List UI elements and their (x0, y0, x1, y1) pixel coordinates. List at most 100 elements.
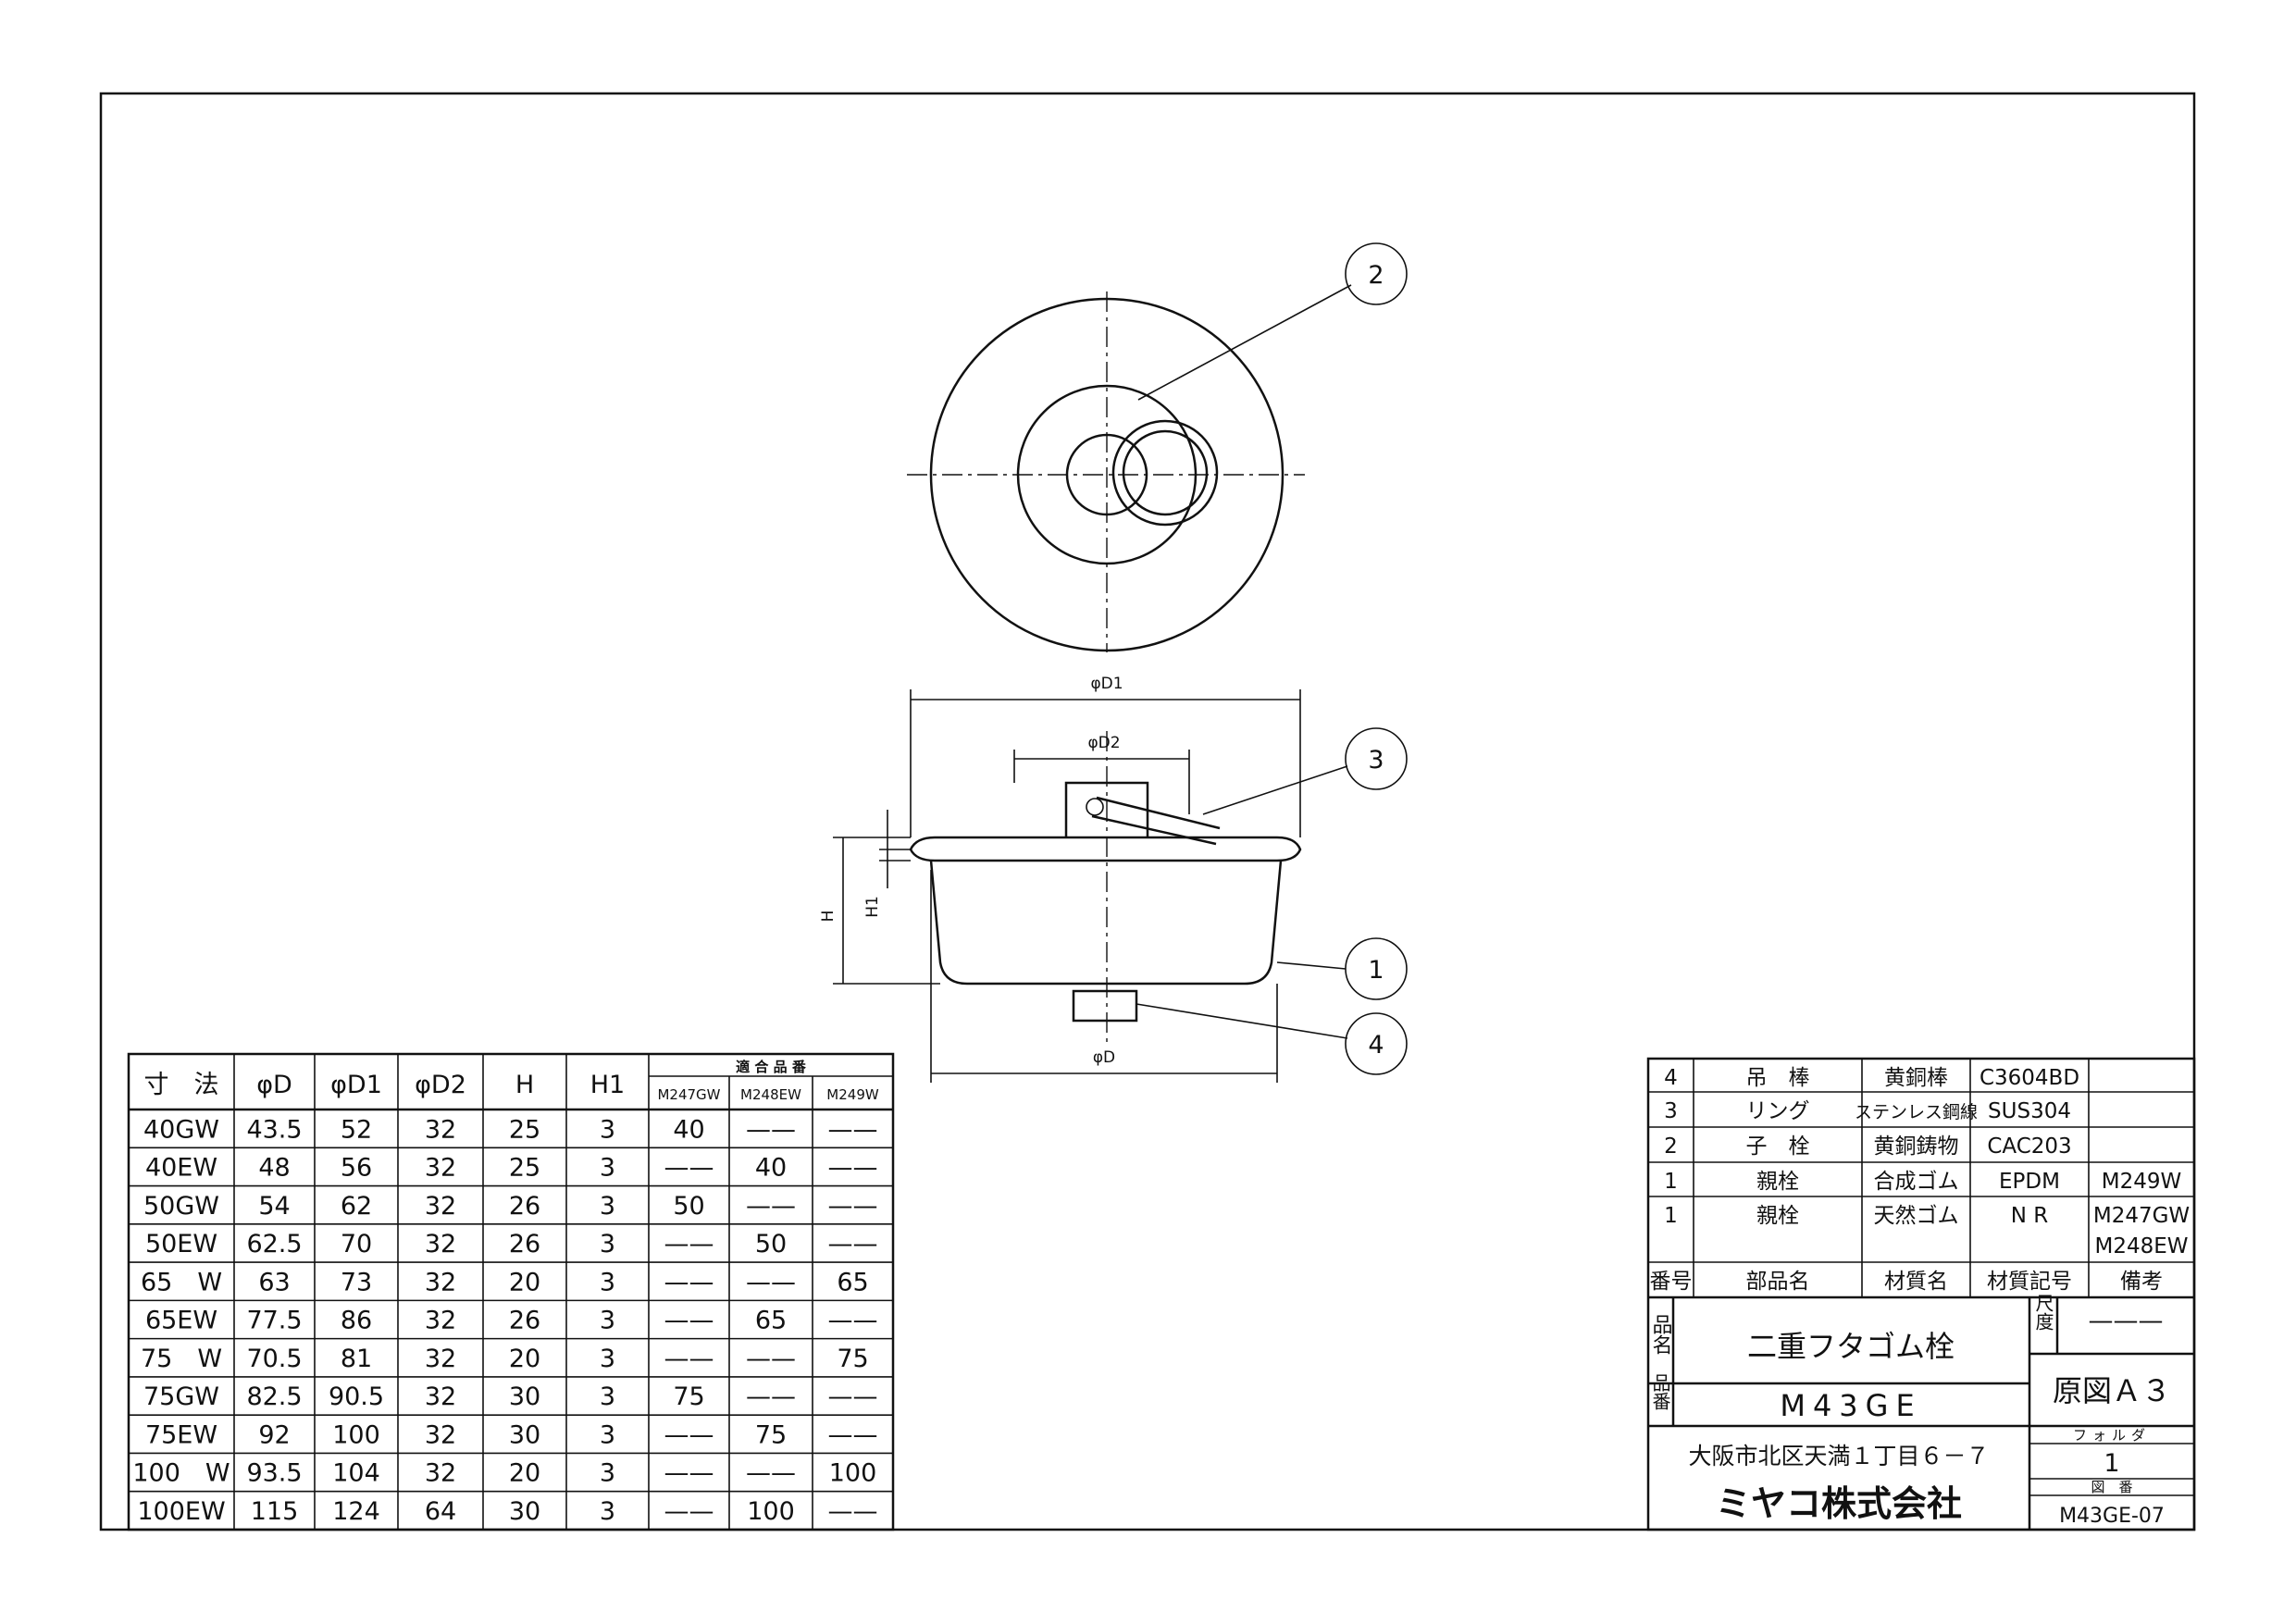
size-name: 50GW (143, 1192, 219, 1221)
rim (909, 836, 1302, 862)
table-cell: 86 (341, 1307, 372, 1335)
table-cell: 92 (258, 1420, 290, 1449)
table-cell: 75 (755, 1420, 787, 1449)
svg-text:3: 3 (1368, 746, 1384, 775)
parts-header: 材質名 (1884, 1270, 1948, 1294)
table-cell: 75 (837, 1345, 868, 1373)
part-cell: 4 (1664, 1066, 1678, 1090)
model-header: M249W (826, 1086, 879, 1103)
table-cell: 82.5 (246, 1382, 302, 1411)
table-cell: —— (746, 1192, 796, 1221)
table-cell: 32 (425, 1459, 456, 1488)
table-cell: 48 (258, 1154, 290, 1183)
table-cell: —— (828, 1230, 878, 1258)
table-cell: 63 (258, 1268, 290, 1296)
size-name: 65 W (141, 1268, 222, 1296)
ring-inner (1122, 429, 1209, 516)
table-cell: 30 (509, 1420, 540, 1449)
table-cell: 62.5 (246, 1230, 302, 1258)
table-cell: 25 (509, 1154, 540, 1183)
table-cell: 3 (600, 1459, 615, 1488)
size-name: 65EW (145, 1307, 217, 1335)
table-cell: 73 (341, 1268, 372, 1296)
svg-text:H1: H1 (863, 896, 882, 918)
part-cell: EPDM (1999, 1170, 2060, 1194)
balloon-1 (1345, 937, 1408, 1000)
part-cell: 親栓 (1756, 1204, 1799, 1228)
top-view: 2 (907, 242, 1408, 652)
table-cell: —— (664, 1459, 714, 1488)
column-header: 寸 法 (144, 1071, 219, 1099)
svg-text:2: 2 (1368, 261, 1384, 290)
table-cell: 20 (509, 1345, 540, 1373)
original-size: 原図Ａ３ (2053, 1373, 2171, 1408)
size-name: 40GW (143, 1115, 219, 1144)
part-cell: ステンレス鋼線 (1855, 1102, 1978, 1122)
svg-text:H: H (819, 911, 838, 923)
table-cell: —— (746, 1268, 796, 1296)
table-cell: 30 (509, 1382, 540, 1411)
table-cell: 3 (600, 1115, 615, 1144)
table-cell: —— (664, 1420, 714, 1449)
part-cell: N R (2011, 1204, 2049, 1228)
knob-circle (1065, 433, 1148, 516)
address: 大阪市北区天満１丁目６－７ (1688, 1443, 1989, 1469)
part-cell: M248EW (2094, 1234, 2188, 1258)
balloon-4 (1345, 1012, 1408, 1075)
table-cell: 32 (425, 1230, 456, 1258)
ring-outer (1111, 419, 1219, 527)
name-label: 品名 (1649, 1314, 1672, 1355)
part-cell: SUS304 (1988, 1099, 2071, 1123)
table-cell: 124 (332, 1497, 380, 1526)
svg-text:1: 1 (1368, 956, 1384, 985)
table-cell: —— (664, 1154, 714, 1183)
table-cell: 40 (673, 1115, 704, 1144)
part-cell: M247GW (2093, 1204, 2190, 1228)
parts-header: 部品名 (1746, 1270, 1810, 1294)
table-cell: 3 (600, 1497, 615, 1526)
svg-text:φD1: φD1 (1090, 675, 1123, 693)
table-cell: 3 (600, 1420, 615, 1449)
table-cell: 100 (829, 1459, 877, 1488)
size-name: 100EW (137, 1497, 225, 1526)
table-cell: 115 (251, 1497, 299, 1526)
table-cell: 32 (425, 1115, 456, 1144)
table-cell: 43.5 (246, 1115, 302, 1144)
column-header: H (515, 1071, 534, 1099)
size-name: 75GW (143, 1382, 219, 1411)
size-name: 75EW (145, 1420, 217, 1449)
table-cell: —— (828, 1192, 878, 1221)
table-cell: 3 (600, 1307, 615, 1335)
table-cell: 30 (509, 1497, 540, 1526)
part-cell: 親栓 (1756, 1170, 1799, 1194)
table-cell: 32 (425, 1420, 456, 1449)
drawing-no-label: 図 番 (2091, 1479, 2132, 1495)
table-cell: 70.5 (246, 1345, 302, 1373)
balloon-2 (1345, 242, 1408, 305)
folder-value: 1 (2104, 1449, 2119, 1478)
table-cell: 3 (600, 1382, 615, 1411)
table-cell: 56 (341, 1154, 372, 1183)
table-cell: 32 (425, 1382, 456, 1411)
balloon-3 (1345, 727, 1408, 790)
part-cell: M249W (2102, 1170, 2182, 1194)
product-name: 二重フタゴム栓 (1747, 1329, 1955, 1364)
column-header: φD (256, 1071, 292, 1099)
table-cell: 26 (509, 1192, 540, 1221)
table-cell: 32 (425, 1154, 456, 1183)
table-cell: 75 (673, 1382, 704, 1411)
table-cell: 100 (332, 1420, 380, 1449)
table-cell: 54 (258, 1192, 290, 1221)
table-cell: —— (746, 1459, 796, 1488)
part-cell: 黄銅棒 (1884, 1066, 1948, 1090)
table-cell: —— (828, 1382, 878, 1411)
table-cell: 25 (509, 1115, 540, 1144)
table-cell: 26 (509, 1230, 540, 1258)
table-cell: 3 (600, 1345, 615, 1373)
part-cell: 3 (1664, 1099, 1678, 1123)
table-cell: 32 (425, 1192, 456, 1221)
table-cell: 93.5 (246, 1459, 302, 1488)
table-cell: 32 (425, 1268, 456, 1296)
